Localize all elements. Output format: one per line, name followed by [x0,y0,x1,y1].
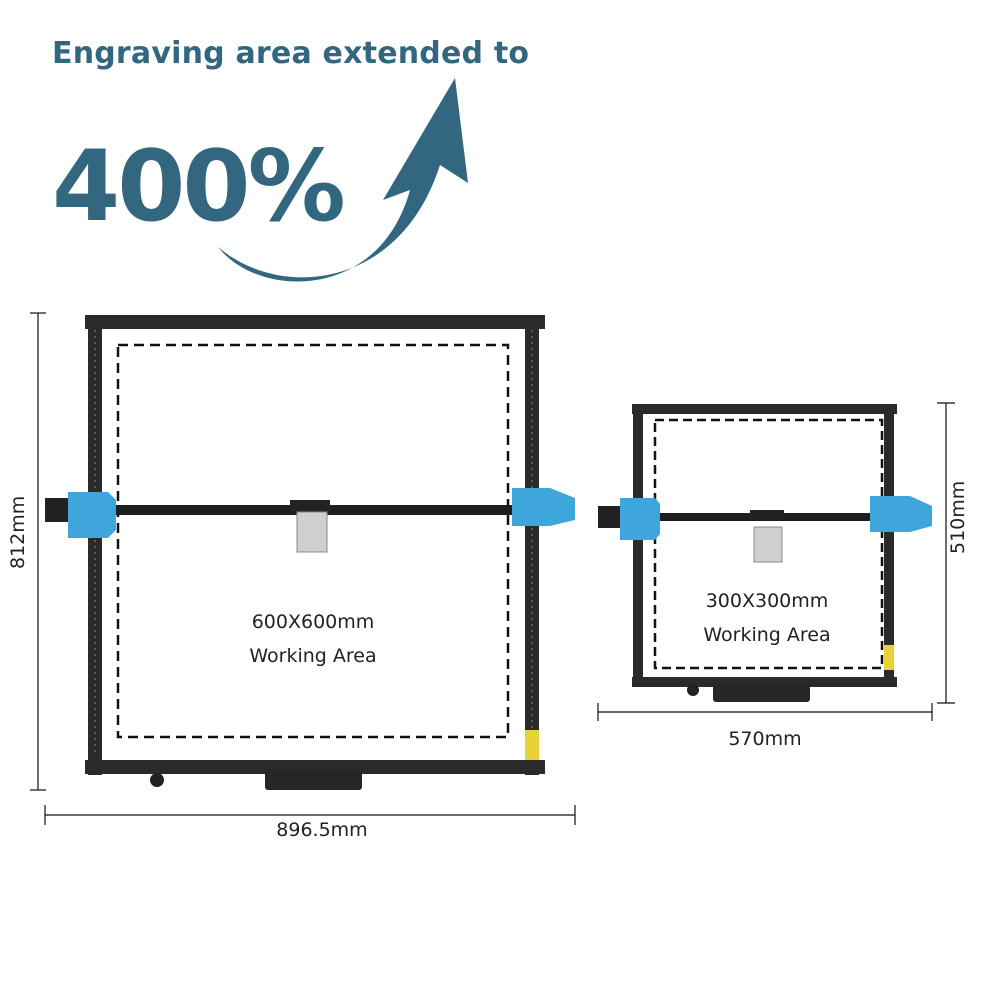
small-dimension-lines [597,402,955,721]
small-height-label: 510mm [947,480,969,554]
working-area-boundary [653,418,884,670]
control-box [265,770,362,790]
laser-head [296,511,328,553]
large-width-label: 896.5mm [276,819,368,841]
headline: Engraving area extended to [52,36,530,71]
small-area-caption: Working Area [703,624,831,646]
large-dimension-lines [30,312,576,825]
large-area-caption: Working Area [249,645,377,667]
large-area-size: 600X600mm [251,611,375,633]
working-area-boundary [116,343,510,739]
large-height-label: 812mm [7,495,29,569]
large-working-area-label: 600X600mm Working Area [213,605,413,673]
small-machine [598,404,932,702]
large-machine [45,315,575,790]
percentage-figure: 400% [52,130,346,244]
small-working-area-label: 300X300mm Working Area [667,584,867,652]
laser-head [753,526,783,563]
growth-arrow-icon [218,78,468,282]
control-box [713,685,810,702]
small-area-size: 300X300mm [705,590,829,612]
small-width-label: 570mm [728,728,802,750]
